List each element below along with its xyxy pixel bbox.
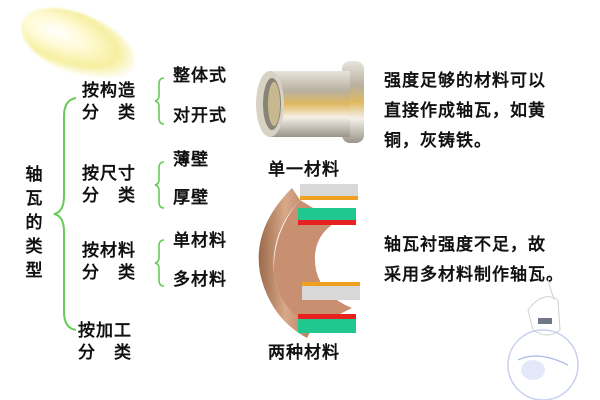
sub-item-integral: 整体式	[173, 66, 227, 86]
category-size: 按尺寸 分 类	[82, 163, 136, 207]
single-material-bushing-image	[256, 61, 364, 143]
category-label: 分 类	[78, 343, 132, 363]
sub-brace-icon	[154, 161, 165, 209]
single-material-caption: 单一材料	[268, 160, 340, 180]
category-processing: 按加工 分 类	[78, 320, 132, 364]
description-line: 采用多材料制作轴瓦。	[384, 265, 564, 285]
title-char: 瓦	[25, 189, 43, 209]
sub-brace-icon	[154, 77, 165, 125]
category-label: 按尺寸	[82, 164, 136, 184]
sub-brace-icon	[154, 239, 165, 287]
category-material: 按材料 分 类	[82, 240, 136, 284]
category-structure: 按构造 分 类	[82, 80, 136, 124]
title-char: 类	[25, 237, 43, 257]
description-line: 轴瓦衬强度不足，故	[384, 235, 546, 255]
page-title-vertical: 轴 瓦 的 类 型	[24, 163, 44, 283]
title-char: 的	[25, 213, 43, 233]
decorative-figure-sketch	[507, 279, 579, 400]
multi-material-description: 轴瓦衬强度不足，故 采用多材料制作轴瓦。	[384, 230, 564, 290]
sub-item-single-material: 单材料	[173, 231, 227, 251]
category-label: 按加工	[78, 321, 132, 341]
two-material-caption: 两种材料	[268, 343, 340, 363]
category-label: 按材料	[82, 241, 136, 261]
sub-item-split: 对开式	[173, 106, 227, 126]
single-material-description: 强度足够的材料可以 直接作成轴瓦，如黄 铜，灰铸铁。	[384, 66, 546, 156]
description-line: 强度足够的材料可以	[384, 71, 546, 91]
category-label: 分 类	[82, 103, 136, 123]
two-material-bearing-image	[258, 184, 360, 338]
title-char: 型	[25, 261, 43, 281]
sub-item-thin-wall: 薄壁	[173, 150, 209, 170]
sub-item-multi-material: 多材料	[173, 270, 227, 290]
category-label: 分 类	[82, 186, 136, 206]
description-line: 直接作成轴瓦，如黄	[384, 101, 546, 121]
description-line: 铜，灰铸铁。	[384, 131, 492, 151]
main-brace-icon	[53, 97, 77, 331]
category-label: 分 类	[82, 263, 136, 283]
category-label: 按构造	[82, 81, 136, 101]
title-char: 轴	[25, 165, 43, 185]
sub-item-thick-wall: 厚壁	[173, 188, 209, 208]
